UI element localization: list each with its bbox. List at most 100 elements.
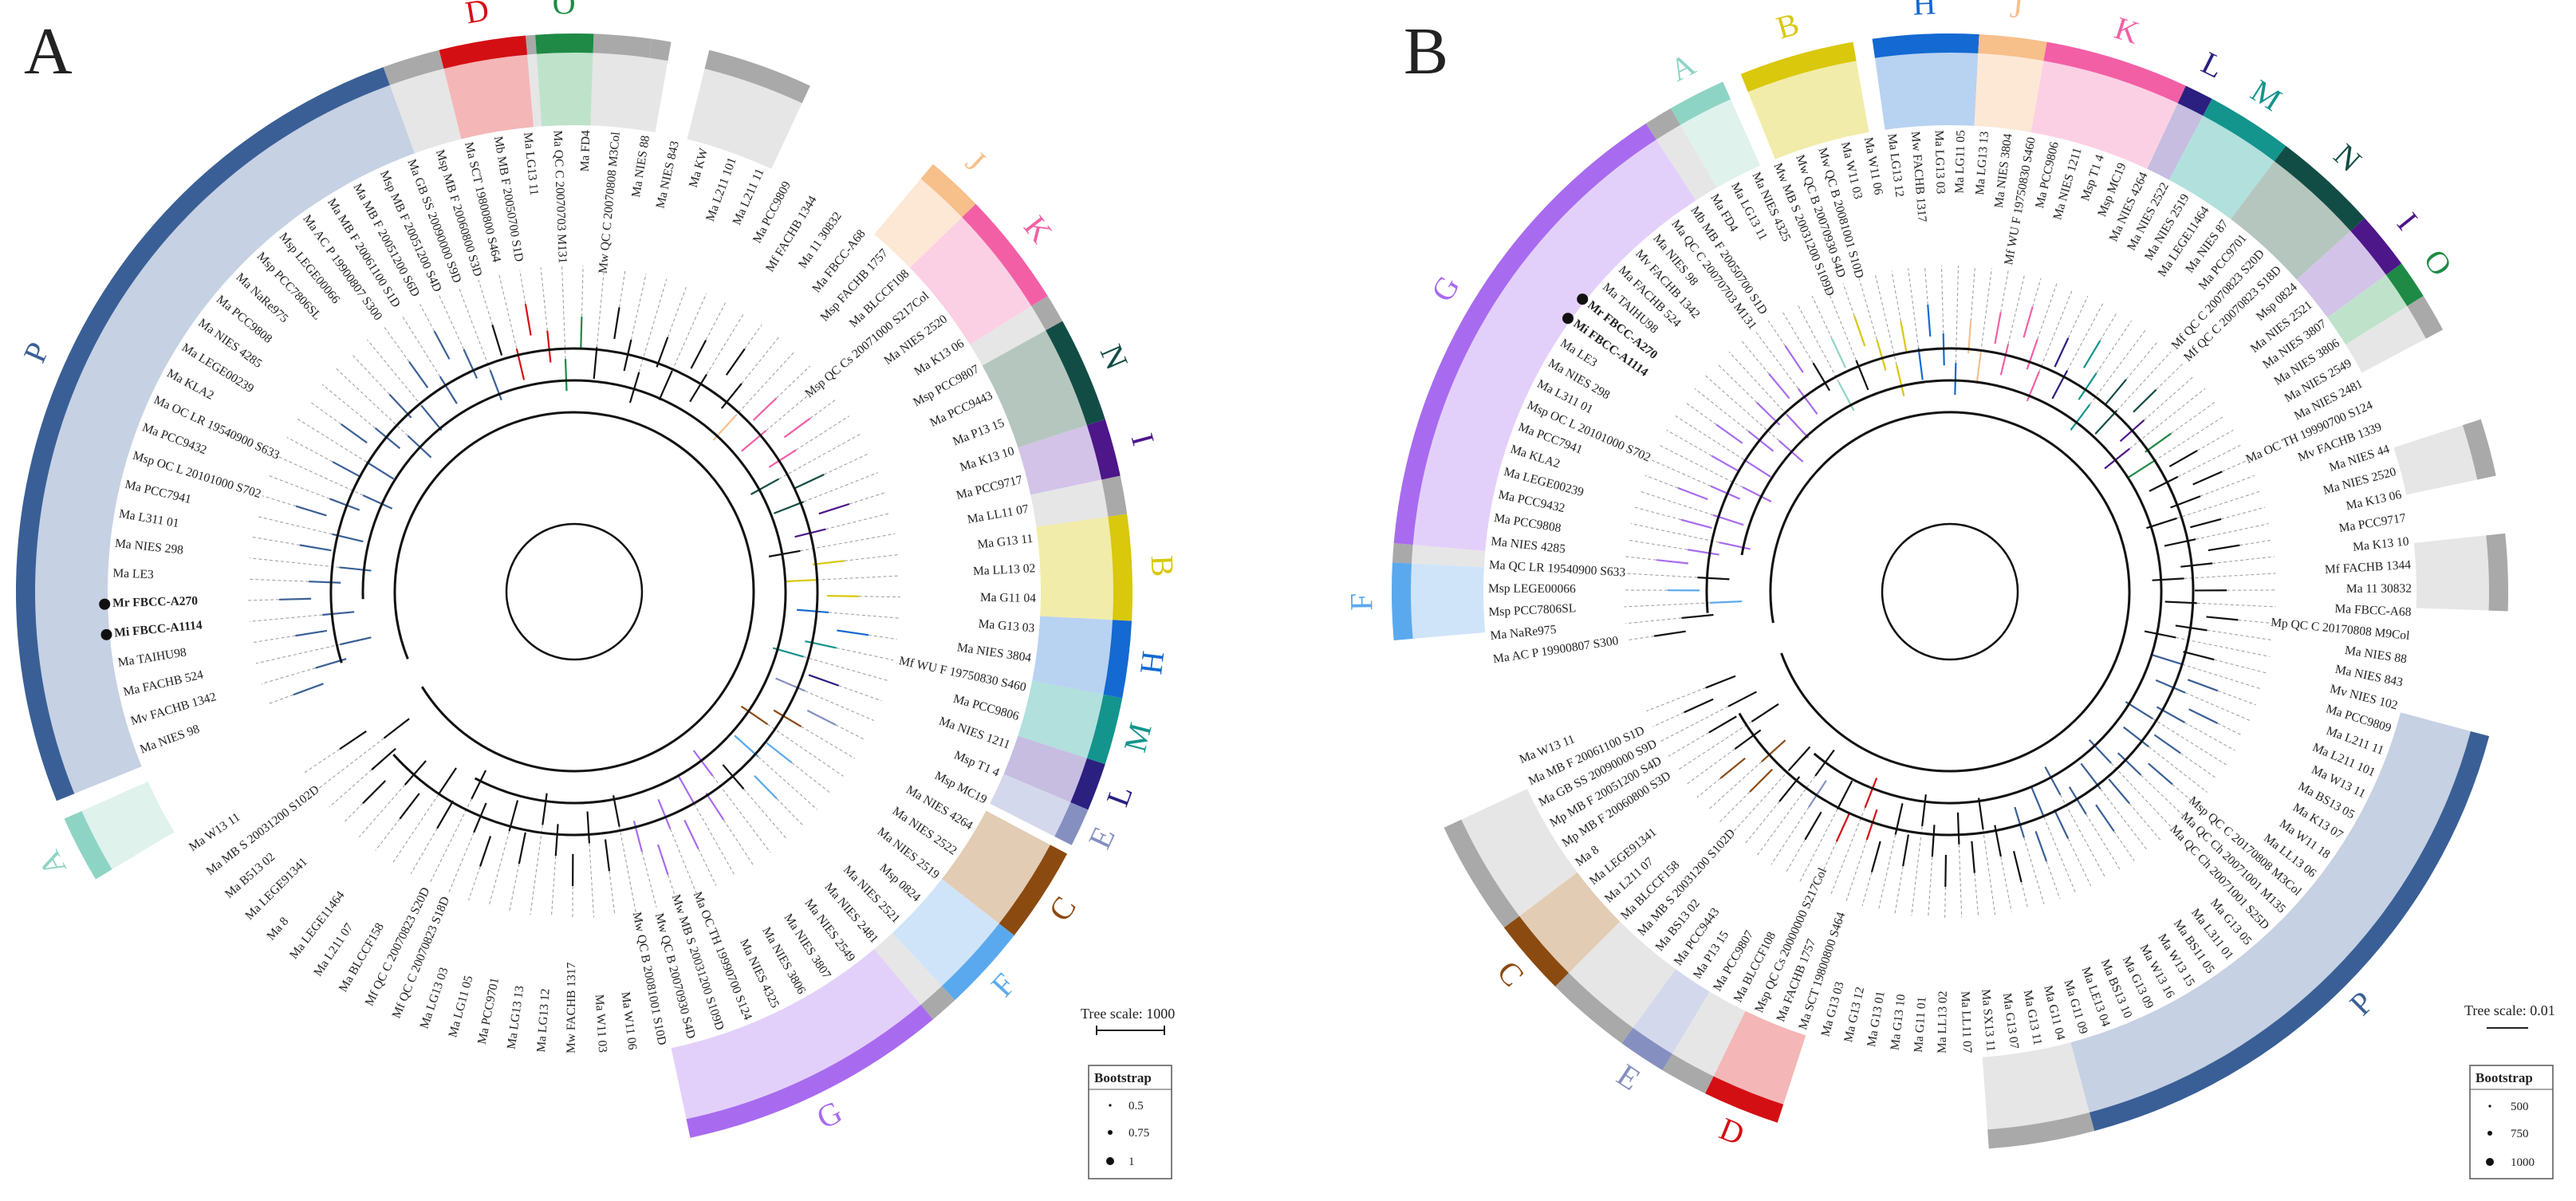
legend-title: Bootstrap bbox=[2476, 1070, 2533, 1085]
leaf-connector bbox=[2184, 722, 2235, 751]
leaf-connector bbox=[800, 533, 896, 552]
tip-branch bbox=[374, 427, 401, 450]
tip-branch bbox=[2149, 475, 2179, 492]
tip-branch bbox=[1784, 345, 1804, 373]
leaf-label: Ma NIES 298 bbox=[114, 537, 184, 557]
legend-item-2: 750 bbox=[2511, 1128, 2529, 1140]
tip-branch bbox=[1977, 797, 1984, 830]
tip-branch bbox=[2044, 766, 2062, 796]
clade-band-n bbox=[1046, 321, 1105, 426]
leaf-connector bbox=[2176, 490, 2261, 519]
tip-branch bbox=[339, 566, 372, 572]
root-arc bbox=[1881, 522, 2019, 661]
leaf-connector bbox=[1958, 844, 1963, 918]
leaf-connector bbox=[705, 302, 727, 341]
leaf-connector bbox=[2023, 837, 2045, 904]
ungrouped-band bbox=[1101, 475, 1128, 517]
leaf-connector bbox=[1741, 341, 1770, 375]
leaf-label: Ma 8 bbox=[1573, 843, 1601, 869]
leaf-connector bbox=[1719, 791, 1751, 823]
tip-branch bbox=[734, 734, 759, 758]
tip-branch bbox=[656, 337, 669, 368]
leaf-connector bbox=[530, 825, 543, 916]
leaf-connector bbox=[619, 826, 636, 912]
clade-label-o: O bbox=[552, 0, 576, 22]
bootstrap-legend: Bootstrap 0.5 0.75 1 bbox=[1088, 1065, 1172, 1179]
ungrouped-segment bbox=[590, 33, 652, 130]
leaf-connector bbox=[2100, 788, 2149, 852]
leaf-label: Ma PCC9717 bbox=[2338, 511, 2407, 535]
backbone-branch bbox=[1740, 379, 2163, 805]
leaf-label: Ma G13 07 bbox=[2000, 992, 2022, 1050]
leaf-connector bbox=[1782, 311, 1814, 364]
leaf-connector bbox=[698, 849, 717, 886]
leaf-label: Mf FACHB 1344 bbox=[2324, 558, 2411, 577]
leaf-label: Ma PCC9701 bbox=[475, 976, 502, 1045]
leaf-label: Ma NIES 88 bbox=[629, 134, 652, 198]
leaf-connector bbox=[619, 269, 626, 308]
clade-label-l: L bbox=[2196, 45, 2229, 85]
leaf-connector bbox=[2184, 692, 2251, 721]
leaf-label: Ma W11 06 bbox=[619, 991, 640, 1051]
leaf-connector bbox=[1928, 856, 1933, 918]
leaf-label: Ma PCC9808 bbox=[1493, 511, 1562, 535]
leaf-connector bbox=[581, 266, 584, 317]
leaf-connector bbox=[803, 656, 888, 681]
leaf-connector bbox=[1874, 274, 1897, 365]
tip-branch bbox=[657, 799, 672, 829]
tip-branch bbox=[340, 636, 372, 646]
tip-branch bbox=[1797, 388, 1818, 415]
tip-branch bbox=[2095, 804, 2115, 832]
clade-highlight-k bbox=[909, 203, 1048, 345]
clade-band-o bbox=[535, 33, 594, 54]
leaf-label: Ma KLA2 bbox=[164, 366, 216, 402]
ungrouped-segment bbox=[525, 34, 542, 128]
leaf-connector bbox=[2116, 351, 2172, 411]
tip-branch bbox=[2190, 518, 2222, 529]
tip-branch bbox=[1956, 812, 1960, 845]
leaf-label: Ma K13 06 bbox=[2345, 488, 2403, 513]
leaf-connector bbox=[478, 279, 493, 325]
clade-band-i bbox=[1086, 419, 1121, 480]
leaf-label: Ma G13 01 bbox=[1865, 990, 1888, 1048]
leaf-connector bbox=[1628, 539, 1688, 550]
leaf-label: Msp LEGE00066 bbox=[1488, 582, 1576, 597]
tip-branch bbox=[2170, 495, 2201, 509]
leaf-connector bbox=[744, 324, 762, 349]
leaf-label: Ma LG13 12 bbox=[534, 988, 553, 1053]
leaf-connector bbox=[803, 472, 878, 502]
clade-band-o bbox=[2385, 263, 2424, 306]
leaf-connector bbox=[2066, 303, 2104, 371]
tip-branch bbox=[1711, 455, 1740, 473]
leaf-connector bbox=[795, 415, 849, 451]
leaf-label: Mp QC C 20170808 M9Col bbox=[2270, 616, 2410, 643]
root-arc bbox=[505, 522, 644, 661]
ungrouped-band bbox=[1555, 973, 1633, 1044]
tip-branch bbox=[341, 423, 368, 444]
leaf-connector bbox=[1743, 801, 1780, 845]
tip-branch bbox=[1944, 854, 1948, 887]
leaf-connector bbox=[1652, 711, 1684, 727]
leaf-connector bbox=[2238, 619, 2275, 624]
tip-branch bbox=[1786, 414, 1810, 439]
ungrouped-band bbox=[2407, 296, 2444, 339]
tip-branch bbox=[1653, 630, 1686, 637]
tip-branch bbox=[1719, 757, 1746, 779]
tip-branch bbox=[1734, 729, 1762, 750]
clade-label-b: B bbox=[1144, 554, 1181, 577]
leaf-connector bbox=[269, 475, 330, 499]
leaf-connector bbox=[286, 436, 333, 463]
clade-band-m bbox=[1086, 694, 1123, 765]
leaf-connector bbox=[816, 575, 900, 581]
leaf-connector bbox=[2086, 813, 2121, 871]
leaf-label: Ma NIES 4285 bbox=[1491, 534, 1566, 556]
tip-branch bbox=[2192, 471, 2223, 486]
leaf-connector bbox=[277, 455, 364, 496]
tip-branch bbox=[677, 775, 695, 805]
tip-branch bbox=[1836, 780, 1853, 810]
tip-branch bbox=[656, 844, 669, 876]
leaf-label: Ma NIES 843 bbox=[653, 140, 682, 210]
leaf-connector bbox=[1731, 770, 1790, 835]
leaf-connector bbox=[255, 644, 341, 664]
